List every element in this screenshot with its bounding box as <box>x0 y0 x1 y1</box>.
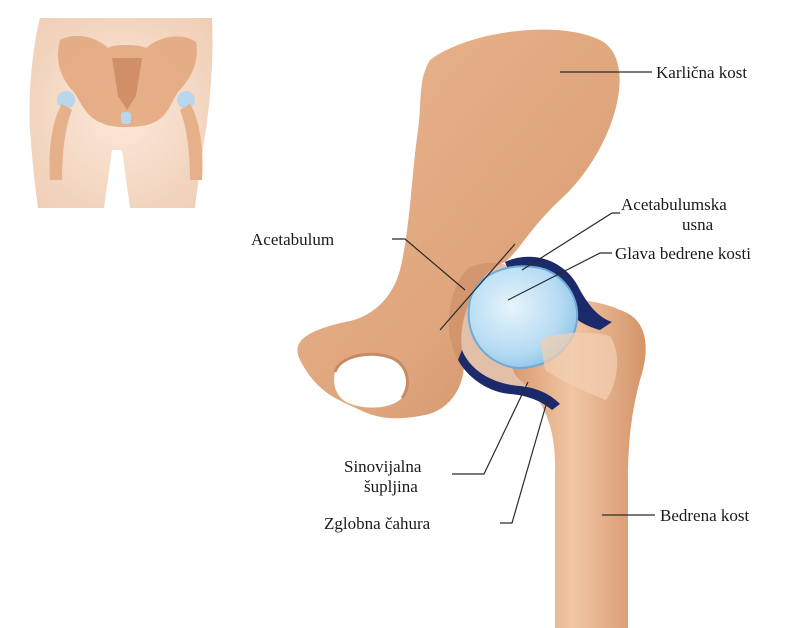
obturator-foramen <box>334 354 407 407</box>
leader-capsule <box>500 398 548 523</box>
label-femur: Bedrena kost <box>660 506 750 525</box>
label-synovial-line2: šupljina <box>364 477 418 496</box>
label-labrum-line1: Acetabulumska <box>621 195 727 214</box>
thumb-hip-left <box>57 91 75 109</box>
label-labrum-line2: usna <box>682 215 714 234</box>
label-pelvic-bone: Karlična kost <box>656 63 747 82</box>
pelvis-thumbnail <box>29 18 212 208</box>
thumb-hip-right <box>177 91 195 109</box>
label-joint-capsule: Zglobna čahura <box>324 514 431 533</box>
label-femoral-head: Glava bedrene kosti <box>615 244 751 263</box>
leader-synovial <box>452 382 528 474</box>
label-synovial-line1: Sinovijalna <box>344 457 422 476</box>
label-acetabulum: Acetabulum <box>251 230 334 249</box>
hip-illustration <box>297 30 645 628</box>
thumb-pubic-joint <box>121 112 131 124</box>
